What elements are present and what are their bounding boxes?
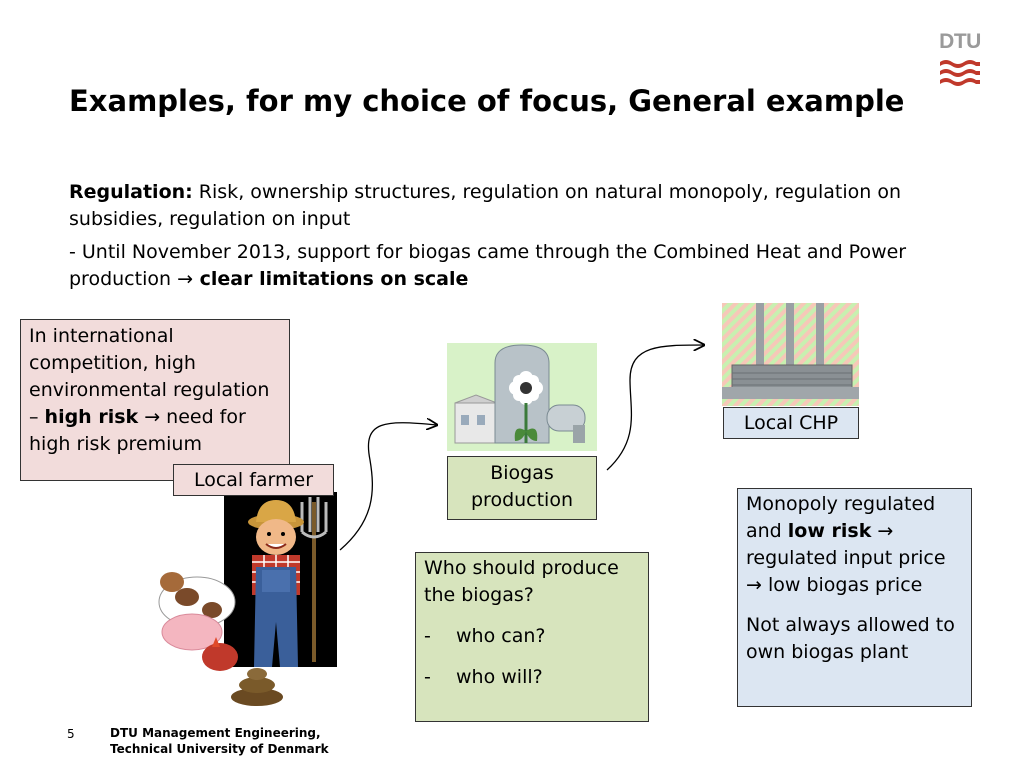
mono-text-2: regulated input price (746, 547, 946, 569)
list-dash: - (424, 625, 431, 647)
slide-title: Examples, for my choice of focus, Genera… (69, 84, 905, 118)
intl-arrow-symbol: → (144, 406, 161, 428)
biogas-production-label: Biogas production (447, 456, 597, 520)
regulation-text: Risk, ownership structures, regulation o… (69, 181, 901, 230)
mono-text-1: Monopoly regulated and (746, 493, 936, 542)
who-list-item: - who can? (424, 623, 640, 650)
local-chp-label: Local CHP (723, 407, 859, 439)
who-should-produce-box: Who should produce the biogas? - who can?… (415, 552, 649, 722)
until-bold-text: clear limitations on scale (192, 268, 469, 290)
intl-text2: need for high risk premium (29, 406, 246, 455)
dtu-wave-mark-icon (940, 60, 980, 86)
local-farmer-label: Local farmer (173, 464, 334, 496)
footer-line-2: Technical University of Denmark (110, 742, 329, 756)
mono-paragraph-1: Monopoly regulated and low risk → regula… (746, 491, 963, 599)
who-item-text: who can? (456, 625, 546, 647)
footer-line-1: DTU Management Engineering, (110, 726, 321, 740)
chp-plant-illustration (722, 303, 859, 406)
list-dash: - (424, 666, 431, 688)
footer-affiliation: DTU Management Engineering, Technical Un… (110, 725, 329, 757)
mono-bold-low-risk: low risk (787, 520, 872, 542)
mono-text-3: low biogas price (761, 574, 923, 596)
intl-bold: high risk (44, 406, 139, 428)
until-paragraph: - Until November 2013, support for bioga… (69, 239, 949, 293)
mono-paragraph-2: Not always allowed to own biogas plant (746, 614, 955, 663)
farmer-to-biogas-arrow (339, 423, 437, 551)
who-list-item: - who will? (424, 664, 640, 691)
who-item-text: who will? (456, 666, 543, 688)
farmer-illustration (158, 492, 337, 706)
regulation-paragraph: Regulation: Risk, ownership structures, … (69, 179, 949, 233)
who-question: Who should produce the biogas? (424, 557, 619, 606)
until-text: - Until November 2013, support for bioga… (69, 241, 907, 290)
biogas-plant-illustration (447, 343, 597, 451)
intl-text: In international competition, high envir… (29, 325, 270, 428)
dtu-logo: DTU (938, 30, 982, 94)
page-number: 5 (67, 727, 75, 741)
monopoly-regulation-box: Monopoly regulated and low risk → regula… (737, 488, 972, 707)
biogas-to-chp-arrow (606, 345, 704, 471)
mono-arrow-2: → (746, 574, 762, 596)
dtu-logo-text: DTU (939, 30, 981, 53)
until-arrow-symbol: → (177, 268, 193, 290)
mono-arrow-1: → (871, 520, 894, 542)
regulation-label: Regulation: (69, 181, 193, 203)
international-risk-box: In international competition, high envir… (20, 319, 290, 481)
